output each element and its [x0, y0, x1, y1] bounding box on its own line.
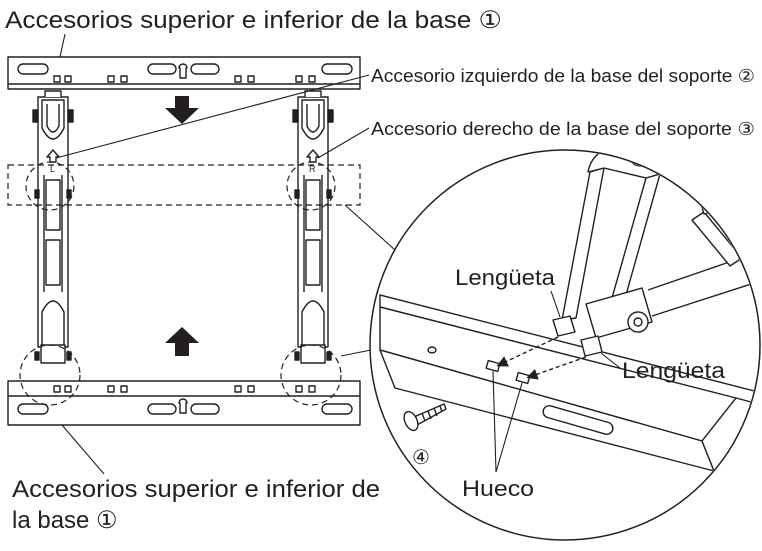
bracket-top-hook [44, 90, 62, 97]
base-bar-top-slot [147, 63, 177, 75]
magnified-view [379, 151, 759, 472]
tab-lower [580, 335, 603, 357]
bracket-window-lower [45, 239, 61, 286]
screw-icon [403, 403, 447, 432]
base-bar-bottom-keyhole [178, 398, 188, 414]
hole-left [485, 359, 501, 373]
insert-arrow-upper [496, 336, 559, 367]
base-bar-bottom-square [247, 385, 255, 393]
base-bar-bottom-square [295, 385, 303, 393]
screw-thread [421, 405, 443, 422]
base-bar-top-square [53, 75, 61, 83]
base-bar-top-square [295, 75, 303, 83]
leader-left-support [55, 74, 370, 159]
label-left-support: Accesorio izquierdo de la base del sopor… [371, 66, 755, 86]
base-bar-bottom-slot [321, 403, 353, 415]
base-bar-top-slot [190, 63, 220, 75]
base-bar-top-square [107, 75, 115, 83]
leader-base-top [59, 33, 66, 58]
arm-roller-pin-center [633, 317, 643, 327]
leader-tab-upper [550, 290, 561, 318]
bracket-bottom-clip [41, 300, 65, 345]
base-bar-top-square [308, 75, 316, 83]
arm-far-plate [691, 211, 743, 267]
base-bar-bottom-slot [190, 403, 220, 415]
leader-hole-right [495, 382, 523, 473]
label-base-bottom-line1: Accesorios superior e inferior de [12, 476, 380, 503]
arrow-up-icon [165, 327, 199, 356]
base-bar-bottom [7, 380, 361, 426]
dashed-circle-upper-right [286, 161, 336, 211]
base-bar-bottom-square [234, 385, 242, 393]
leader-hole-left [492, 370, 497, 473]
base-bar-bottom-square [107, 385, 115, 393]
label-base-bottom-line2: la base ① [12, 507, 118, 534]
bracket-top-clip-inner [46, 104, 60, 133]
bracket-top-clip [41, 99, 65, 140]
label-tab-lower: Lengüeta [622, 358, 726, 383]
base-bar-bottom-square [64, 385, 72, 393]
base-bar-top [7, 56, 361, 90]
label-right-support: Accesorio derecho de la base del soporte… [371, 119, 755, 139]
dashed-circle-lower-right [280, 344, 342, 406]
left-bracket [32, 90, 74, 364]
bracket-clip-mark-left [34, 189, 40, 199]
insert-arrow-lower [526, 356, 587, 380]
magnified-view-outline [369, 149, 761, 541]
label-tab-upper: Lengüeta [455, 265, 556, 290]
rail-top-flange [379, 294, 759, 408]
bracket-bottom-mark-left [34, 351, 40, 361]
base-bar-top-square [234, 75, 242, 83]
leader-tab-lower [600, 352, 621, 369]
screw-head [403, 410, 419, 432]
bracket-clip-mark-right [66, 189, 72, 199]
rail-round-hole [427, 346, 437, 354]
callout-line-upper [344, 204, 396, 251]
dashed-frame-upper [7, 164, 361, 206]
leader-right-support [317, 127, 370, 159]
bracket-left-mark: L [50, 164, 55, 174]
base-bar-top-square [247, 75, 255, 83]
base-bar-top-keyhole [178, 63, 188, 79]
dashed-circle-upper-left [25, 161, 75, 211]
right-bracket [292, 90, 334, 364]
base-bar-bottom-square [308, 385, 316, 393]
base-bar-bottom-square [120, 385, 128, 393]
dashed-circle-lower-left [19, 344, 81, 406]
base-bar-bottom-square [53, 385, 61, 393]
tab-upper [552, 315, 576, 337]
label-hole: Hueco [462, 476, 534, 501]
base-bar-top-square [64, 75, 72, 83]
leader-base-bottom [61, 424, 105, 475]
callout-line-lower [340, 349, 372, 357]
base-bar-top-slot [17, 63, 49, 75]
base-bar-bottom-slot [147, 403, 177, 415]
bracket-right-mark: R [309, 164, 316, 174]
base-bar-top-square [120, 75, 128, 83]
arrow-down-icon [165, 96, 199, 124]
base-bar-bottom-slot [17, 403, 49, 415]
bracket-bolt-left [32, 109, 39, 123]
bracket-bolt-right [67, 109, 74, 123]
base-bar-top-slot [321, 63, 353, 75]
rail-slot [542, 405, 614, 435]
label-base-top: Accesorios superior e inferior de la bas… [5, 7, 502, 34]
label-screw: ④ [412, 447, 430, 469]
